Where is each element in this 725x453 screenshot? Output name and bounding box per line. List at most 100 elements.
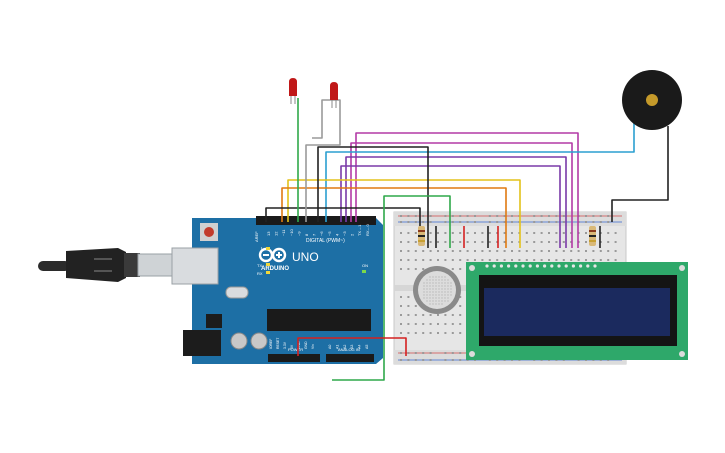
hole [429, 232, 432, 234]
hole [511, 250, 513, 252]
rail-hole [451, 352, 454, 354]
lcd-pin [543, 264, 547, 268]
hole [407, 241, 410, 243]
hole [488, 232, 491, 234]
hole [429, 250, 432, 252]
rail-hole [407, 352, 410, 354]
lcd-pin [507, 264, 511, 268]
hole [503, 259, 506, 261]
hole [481, 250, 484, 252]
hole [451, 314, 454, 316]
rail-hole [607, 215, 610, 217]
hole [429, 241, 432, 243]
hole [599, 259, 602, 261]
hole [511, 241, 513, 243]
hole [481, 232, 484, 234]
hole [400, 232, 402, 234]
analog-pin-label: A3 [350, 345, 354, 349]
hole [533, 250, 536, 252]
hole [459, 296, 462, 298]
analog-pin-label: A0 [328, 345, 332, 349]
hole [444, 250, 447, 252]
hole [407, 259, 410, 261]
rail-hole [488, 215, 491, 217]
wire-yellow [287, 179, 521, 248]
hole [437, 241, 439, 243]
hole [437, 323, 439, 325]
hole [429, 332, 432, 334]
hole [459, 314, 462, 316]
rail-hole [451, 359, 454, 361]
hole [548, 250, 550, 252]
hole [414, 305, 417, 307]
lcd-pin [521, 264, 525, 268]
lcd-pin [535, 264, 540, 268]
hole [614, 250, 617, 252]
power-pin-label: GND [304, 341, 308, 349]
hole [525, 241, 528, 243]
digital-pin-label: ~10 [289, 228, 294, 236]
wire-cyan [325, 118, 635, 222]
wire-red [297, 337, 407, 356]
hole [525, 232, 528, 234]
hole [585, 232, 587, 234]
hole [437, 259, 439, 261]
rail-hole [533, 221, 536, 223]
rail-hole [422, 352, 425, 354]
digital-pin-label: 7 [312, 233, 317, 236]
hole [540, 232, 543, 234]
digital-pin-label: ~9 [296, 231, 301, 236]
hole [459, 332, 462, 334]
wire-black-3 [611, 126, 669, 222]
hole [414, 323, 417, 325]
rail-hole [592, 215, 595, 217]
rail-hole [429, 221, 432, 223]
analog-header [326, 354, 374, 362]
rail-hole [444, 215, 447, 217]
hole [474, 259, 476, 261]
hole [496, 250, 499, 252]
rail-hole [592, 221, 595, 223]
hole [437, 332, 439, 334]
hole [488, 259, 491, 261]
red-led-1 [289, 78, 297, 104]
hole [407, 250, 410, 252]
hole [414, 259, 417, 261]
hole [562, 250, 565, 252]
hole [562, 259, 565, 261]
digital-pin-label: ~6 [319, 231, 324, 236]
rail-hole [422, 221, 425, 223]
rail-hole [414, 215, 417, 217]
hole [429, 314, 432, 316]
wire-black-2 [317, 146, 429, 248]
hole [555, 241, 558, 243]
hole [414, 250, 417, 252]
hole [607, 250, 610, 252]
aref-label: AREF [254, 231, 259, 242]
rail-hole [555, 221, 558, 223]
hole [407, 332, 410, 334]
hole [607, 232, 610, 234]
hole [407, 305, 410, 307]
hole [451, 323, 454, 325]
hole [577, 259, 580, 261]
hole [511, 232, 513, 234]
hole [511, 259, 513, 261]
wire-orange [281, 187, 507, 248]
rail-hole [585, 221, 587, 223]
rail-hole [414, 359, 417, 361]
rail-hole [451, 221, 454, 223]
rail-hole [407, 221, 410, 223]
analog-pin-label: A1 [335, 345, 339, 349]
rail-hole [459, 359, 462, 361]
rail-hole [474, 215, 476, 217]
hole [466, 241, 469, 243]
lcd-pin [528, 264, 532, 268]
hole [555, 250, 558, 252]
lcd-pin [550, 264, 554, 268]
wires [265, 98, 669, 381]
hole [444, 232, 447, 234]
wire-purple [345, 156, 567, 248]
hole [525, 250, 528, 252]
hole [451, 241, 454, 243]
